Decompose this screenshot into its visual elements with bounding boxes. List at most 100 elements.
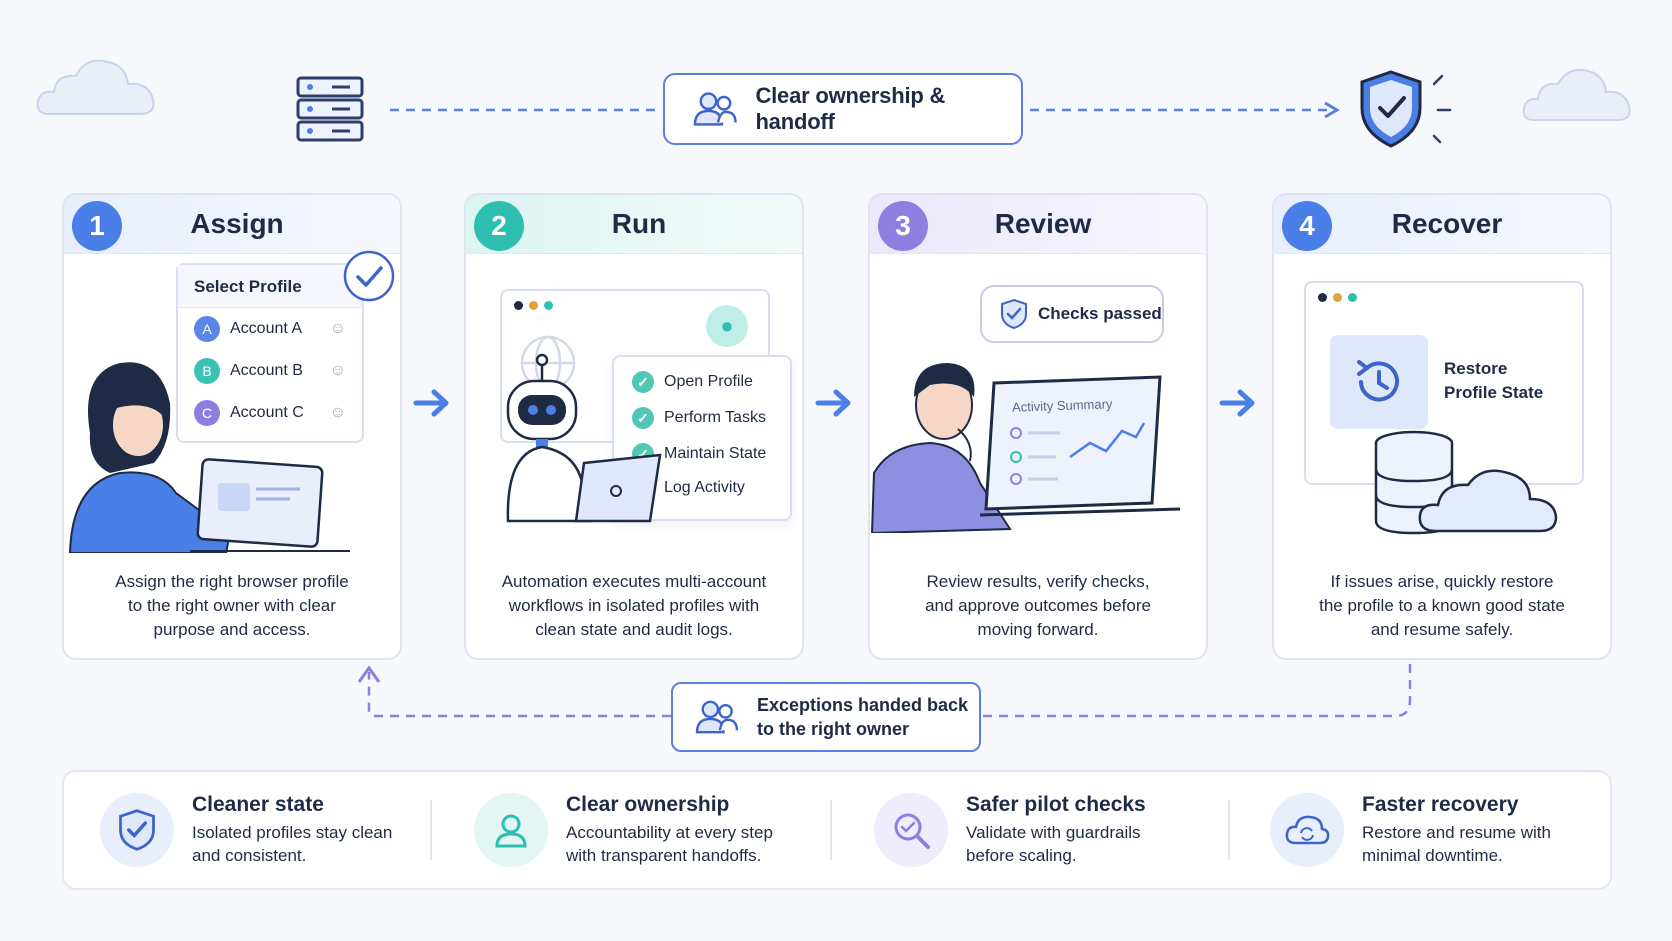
benefit-clear-ownership: Clear ownership Accountability at every … (474, 772, 773, 888)
exceptions-line: Exceptions handed back (757, 695, 969, 715)
account-avatar-b: B (194, 358, 220, 384)
check-circle-icon (343, 250, 395, 302)
desc-line: clean state and audit logs. (535, 620, 733, 639)
magnifier-check-icon (874, 793, 948, 867)
ownership-banner: Clear ownership & handoff (663, 73, 1023, 145)
task-label: Open Profile (664, 373, 753, 390)
step-card-assign: 1 Assign Select Profile A Account A ☺ B … (62, 193, 402, 660)
step-title: Run (611, 208, 667, 239)
step-card-run: 2 Run ● ✓ Open Profile ✓ Perform Tasks (464, 193, 804, 660)
users-icon (695, 700, 739, 734)
step-description: Review results, verify checks, and appro… (888, 570, 1188, 642)
user-icon: ● (720, 313, 734, 338)
desc-line: workflows in isolated profiles with (508, 596, 760, 615)
benefit-title: Faster recovery (1362, 793, 1519, 816)
banner-title: Clear ownership & handoff (755, 83, 946, 134)
step-title: Recover (1391, 208, 1503, 239)
restore-line: Profile State (1444, 383, 1544, 402)
desc-line: moving forward. (977, 620, 1099, 639)
window-dot-icon (544, 301, 553, 310)
select-profile-title: Select Profile (178, 265, 362, 308)
benefit-desc: Accountability at every step (566, 823, 773, 842)
step-header: 3 Review (870, 195, 1206, 254)
bubble-text: Checks passed (1038, 304, 1162, 323)
account-item-c[interactable]: C Account C ☺ (194, 400, 346, 426)
feedback-loop-line (357, 664, 1412, 718)
task-label: Maintain State (664, 445, 767, 462)
account-item-b[interactable]: B Account B ☺ (194, 358, 346, 384)
flow-line-top (390, 101, 1340, 119)
account-list: A Account A ☺ B Account B ☺ C Account C … (178, 308, 362, 434)
restore-clock-icon (1357, 360, 1399, 402)
step-number: 4 (1282, 201, 1332, 251)
benefit-desc: Restore and resume with (1362, 823, 1551, 842)
step-number: 1 (72, 201, 122, 251)
shield-check-icon (1001, 298, 1027, 330)
shield-check-icon (100, 793, 174, 867)
select-profile-panel: Select Profile A Account A ☺ B Account B… (176, 263, 364, 443)
robot-laptop-illustration (506, 353, 662, 523)
exceptions-text: Exceptions handed back to the right owne… (757, 693, 968, 741)
shield-check-top-icon (1360, 70, 1452, 148)
account-avatar-a: A (194, 316, 220, 342)
restore-label: Restore Profile State (1444, 357, 1543, 405)
task-label: Perform Tasks (664, 409, 766, 426)
benefit-desc: with transparent handoffs. (566, 846, 762, 865)
step-header: 1 Assign (64, 195, 400, 254)
divider (830, 800, 832, 860)
benefit-desc: minimal downtime. (1362, 846, 1503, 865)
arrow-right-icon (413, 389, 449, 417)
benefits-strip: Cleaner state Isolated profiles stay cle… (62, 770, 1612, 890)
benefit-cleaner-state: Cleaner state Isolated profiles stay cle… (100, 772, 392, 888)
server-stack-icon (296, 76, 364, 142)
divider (1228, 800, 1230, 860)
desc-line: Review results, verify checks, (926, 572, 1150, 591)
step-title: Review (994, 208, 1092, 239)
desc-line: If issues arise, quickly restore (1330, 572, 1554, 591)
desc-line: Assign the right browser profile (115, 572, 349, 591)
checkmark-icon: ✓ (632, 371, 654, 393)
benefit-desc: before scaling. (966, 846, 1077, 865)
step-card-review: 3 Review Checks passed Activity Summary … (868, 193, 1208, 660)
step-description: If issues arise, quickly restore the pro… (1292, 570, 1592, 642)
person-icon: ☺ (329, 362, 346, 379)
window-dot-icon (1348, 293, 1357, 302)
step-number: 2 (474, 201, 524, 251)
task-item: ✓ Open Profile (632, 371, 772, 393)
step-number: 3 (878, 201, 928, 251)
desc-line: and approve outcomes before (925, 596, 1151, 615)
task-label: Log Activity (664, 479, 745, 496)
account-item-a[interactable]: A Account A ☺ (194, 316, 346, 342)
cloud-sync-icon (1270, 793, 1344, 867)
users-icon (693, 92, 737, 126)
desc-line: Automation executes multi-account (501, 572, 767, 591)
account-label: Account C (230, 404, 304, 421)
user-icon (474, 793, 548, 867)
cloud-left-icon (36, 59, 155, 115)
step-header: 4 Recover (1274, 195, 1610, 254)
arrow-right-icon (815, 389, 851, 417)
person-icon: ☺ (329, 404, 346, 421)
task-item: ✓ Perform Tasks (632, 407, 772, 429)
desc-line: purpose and access. (153, 620, 311, 639)
task-item: Log Activity (632, 479, 772, 497)
account-label: Account B (230, 362, 303, 379)
window-dot-icon (514, 301, 523, 310)
desc-line: the profile to a known good state (1319, 596, 1565, 615)
database-cloud-illustration (1374, 430, 1558, 535)
arrow-right-icon (1219, 389, 1255, 417)
window-dot-icon (529, 301, 538, 310)
benefit-title: Safer pilot checks (966, 793, 1146, 816)
benefit-safer-pilot-checks: Safer pilot checks Validate with guardra… (874, 772, 1146, 888)
account-avatar-c: C (194, 400, 220, 426)
account-label: Account A (230, 320, 303, 337)
step-card-recover: 4 Recover Restore Profile State If issue… (1272, 193, 1612, 660)
benefit-desc: and consistent. (192, 846, 307, 865)
step-description: Assign the right browser profile to the … (82, 570, 382, 642)
desc-line: and resume safely. (1370, 620, 1514, 639)
window-dot-icon (1318, 293, 1327, 302)
checkmark-icon: ✓ (632, 407, 654, 429)
benefit-title: Clear ownership (566, 793, 730, 816)
step-description: Automation executes multi-account workfl… (484, 570, 784, 642)
step-header: 2 Run (466, 195, 802, 254)
